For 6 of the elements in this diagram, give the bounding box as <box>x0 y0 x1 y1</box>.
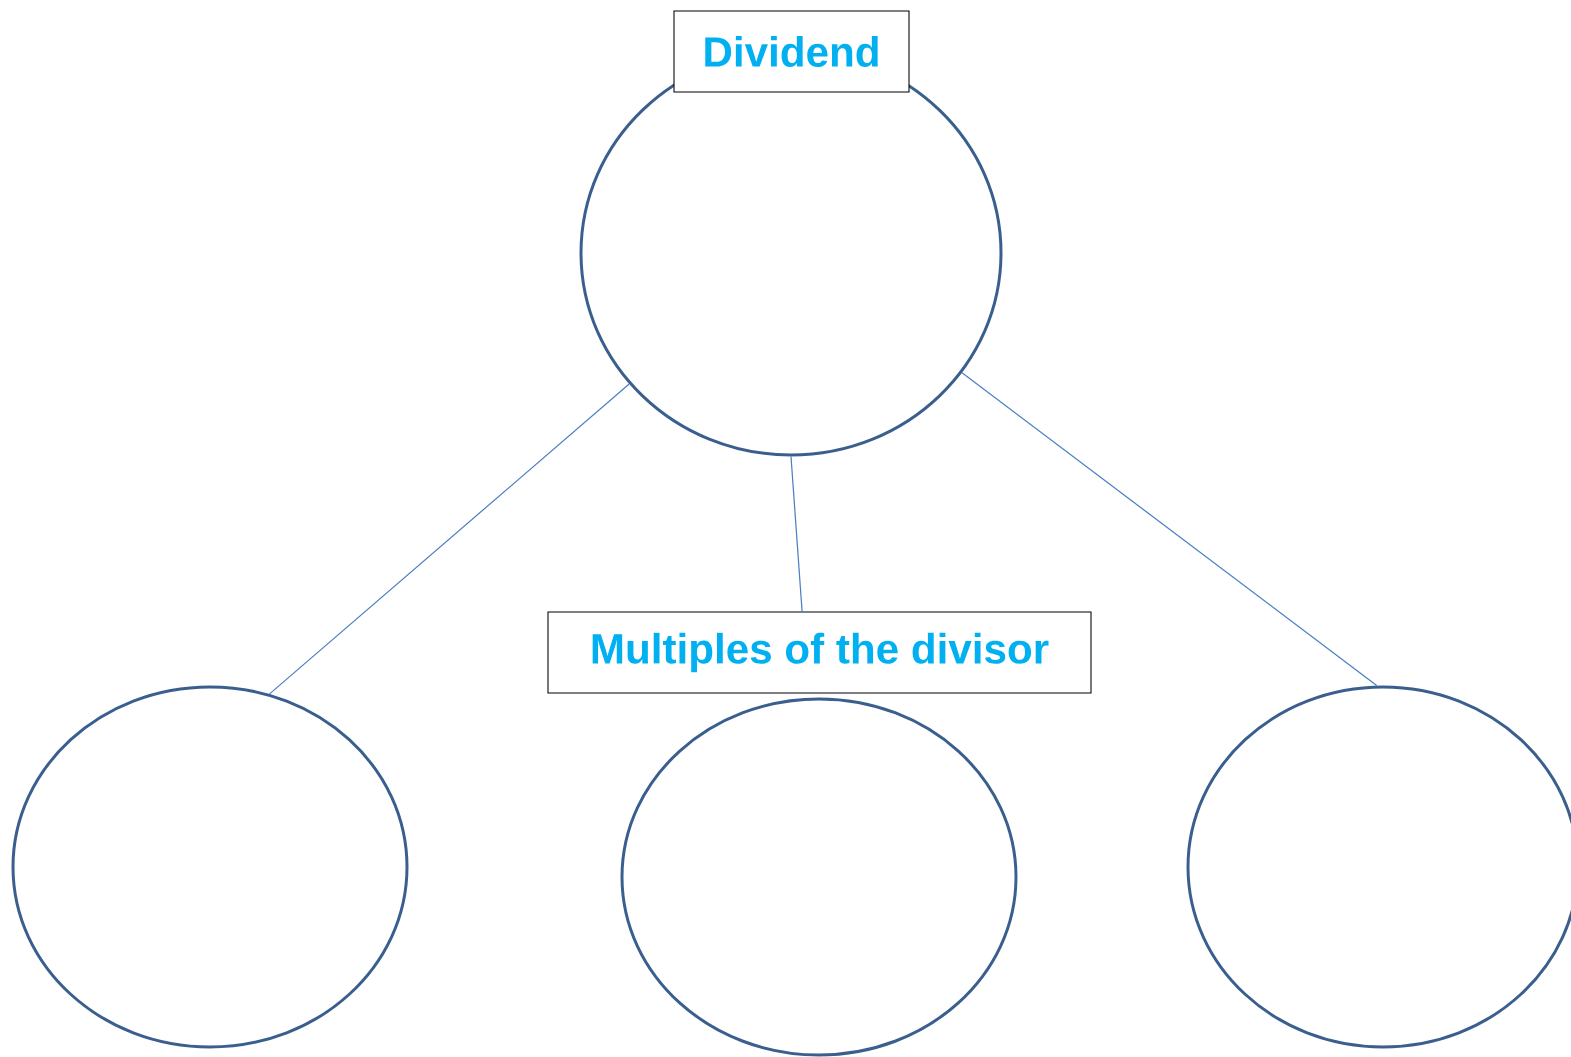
connector-line <box>790 455 803 613</box>
connector-line <box>269 383 630 695</box>
connector-line <box>961 372 1378 687</box>
empty-circle <box>620 697 1018 1057</box>
empty-circle <box>11 685 409 1049</box>
label-box: Multiples of the divisor <box>547 611 1092 694</box>
